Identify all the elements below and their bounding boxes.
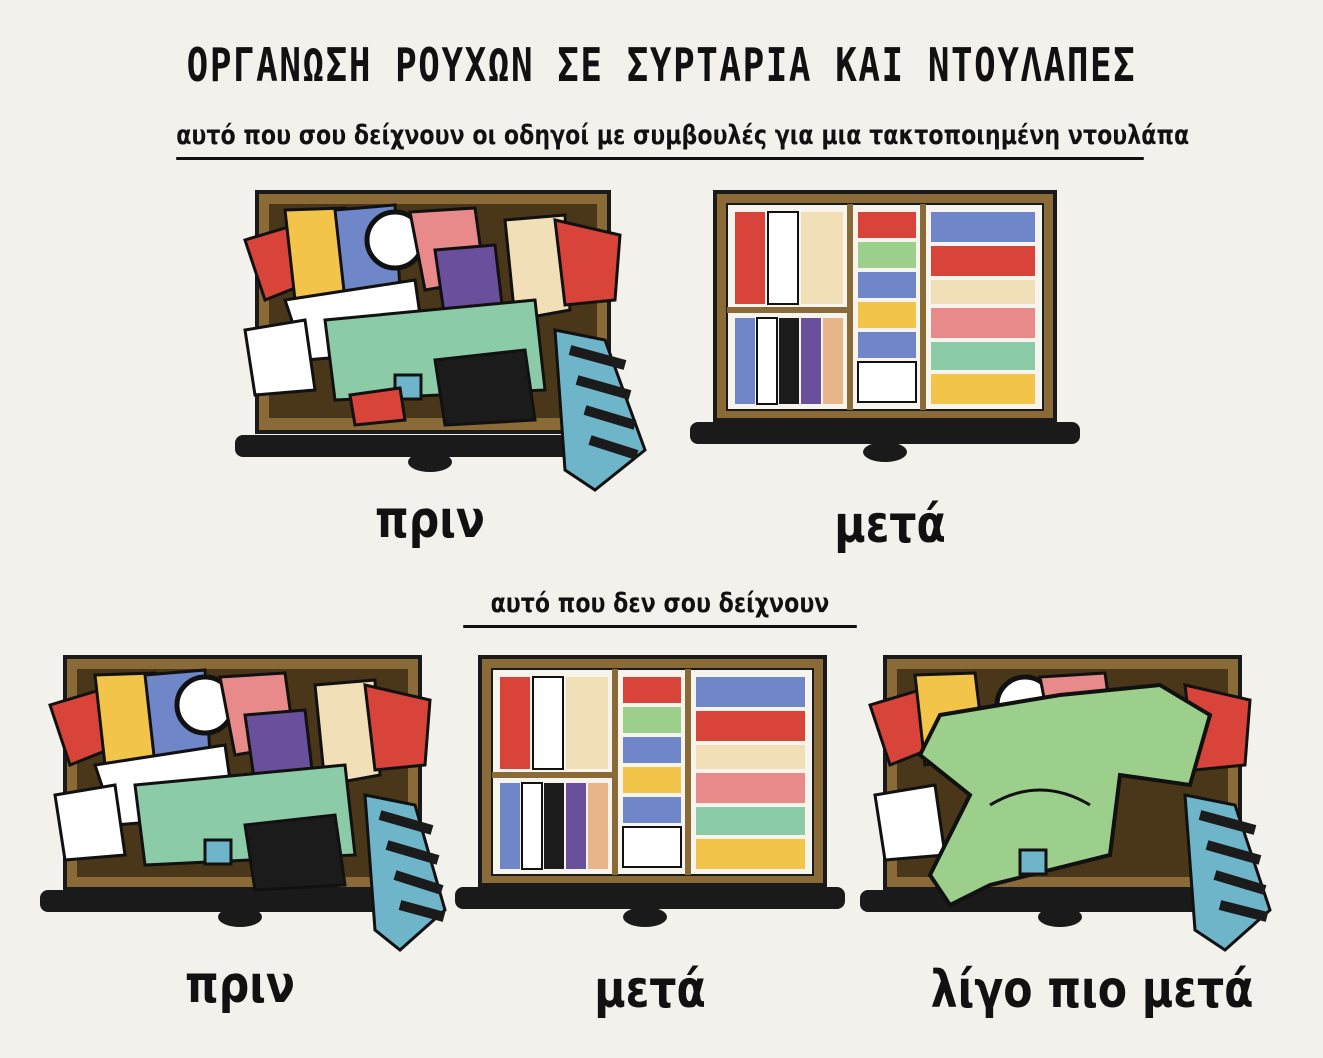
bottom-subtitle: αυτό που δεν σου δείχνουν — [463, 588, 857, 628]
tidy-drawer-illustration-bottom — [455, 655, 855, 940]
caption-a-little-later: λίγο πιο μετά — [930, 960, 1254, 1020]
caption-before-top: πριν — [375, 490, 485, 550]
messy-again-drawer-svg — [860, 655, 1272, 952]
page-title: ΟΡΓΑΝΩΣΗ ΡΟΥΧΩΝ ΣΕ ΣΥΡΤΑΡΙΑ ΚΑΙ ΝΤΟΥΛΑΠΕ… — [186, 38, 1137, 92]
messy-drawer-bottom-svg — [40, 655, 447, 952]
caption-after-top: μετά — [834, 495, 946, 555]
caption-before-bottom: πριν — [185, 955, 295, 1015]
caption-after-bottom: μετά — [594, 960, 706, 1020]
messy-again-drawer-illustration — [860, 655, 1280, 955]
tidy-drawer-svg — [690, 190, 1080, 462]
tidy-drawer-bottom-svg — [455, 655, 845, 927]
tidy-drawer-illustration — [690, 190, 1090, 480]
messy-drawer-svg — [235, 190, 647, 492]
top-subtitle: αυτό που σου δείχνουν οι οδηγοί με συμβο… — [176, 120, 1189, 160]
messy-drawer-illustration-bottom — [40, 655, 450, 955]
messy-drawer-illustration — [225, 190, 655, 492]
